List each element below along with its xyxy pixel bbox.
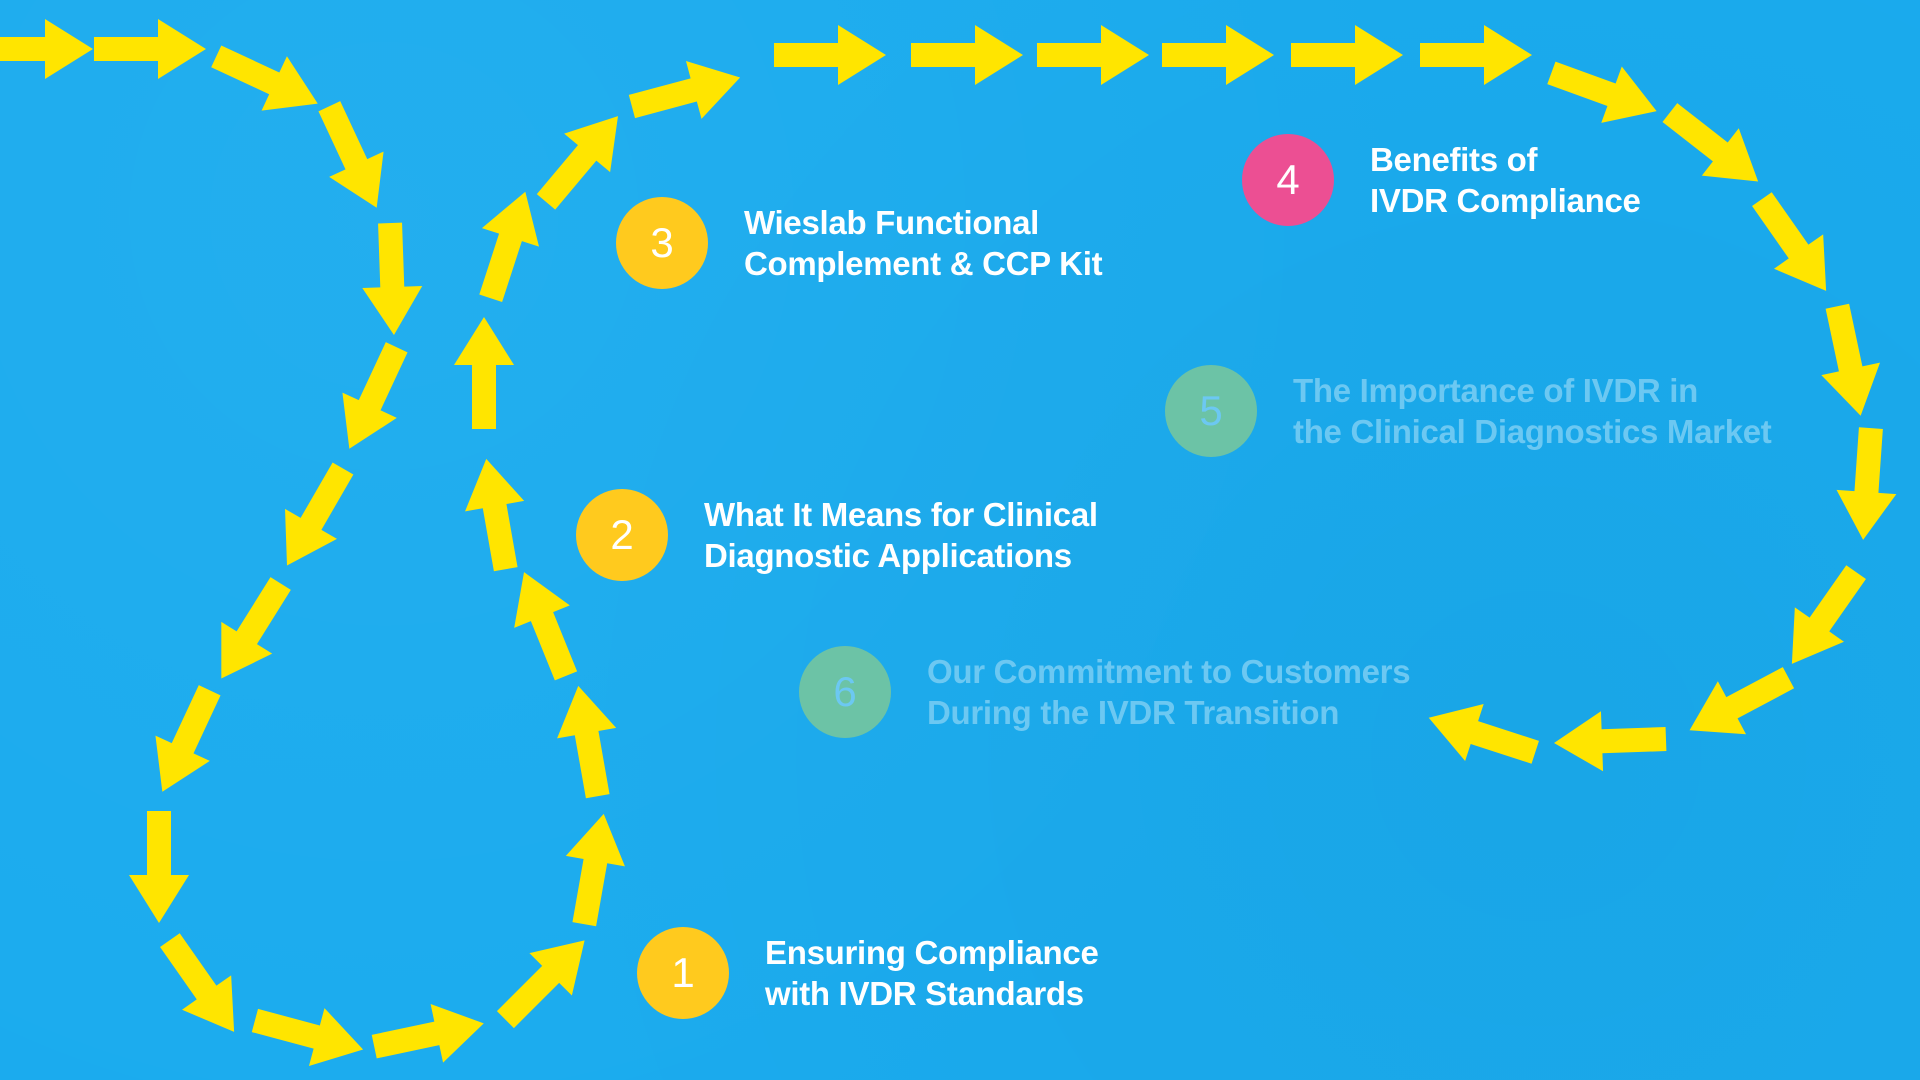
arrow-icon <box>1162 25 1274 85</box>
step-title: Ensuring Compliance with IVDR Standards <box>765 932 1099 1014</box>
step-title-line: During the IVDR Transition <box>927 694 1340 731</box>
step-number-badge: 5 <box>1165 365 1257 457</box>
arrow-icon <box>1791 565 1866 664</box>
step-number-badge: 1 <box>637 927 729 1019</box>
arrow-icon <box>1420 25 1532 85</box>
arrow-icon <box>251 1008 364 1067</box>
arrow-icon <box>1037 25 1149 85</box>
arrow-icon <box>221 577 291 679</box>
arrow-icon <box>0 19 93 79</box>
step-2: 2 What It Means for Clinical Diagnostic … <box>576 489 1098 581</box>
arrow-icon <box>628 60 741 119</box>
arrow-icon <box>362 222 423 335</box>
step-title-line: Complement & CCP Kit <box>744 245 1103 282</box>
arrow-icon <box>465 458 525 572</box>
arrow-icon <box>454 317 514 429</box>
step-title: The Importance of IVDR in the Clinical D… <box>1293 370 1772 452</box>
arrow-icon <box>285 462 354 566</box>
arrow-icon <box>342 342 408 449</box>
step-title-line: Our Commitment to Customers <box>927 653 1411 690</box>
arrow-icon <box>514 572 578 681</box>
arrow-icon <box>155 685 221 792</box>
arrow-icon <box>479 191 540 302</box>
arrow-icon <box>211 45 318 111</box>
arrow-icon <box>371 1003 484 1063</box>
arrow-icon <box>557 685 617 799</box>
arrow-icon <box>496 940 585 1029</box>
step-title-line: Ensuring Compliance <box>765 934 1099 971</box>
step-title-line: The Importance of IVDR in <box>1293 372 1699 409</box>
arrow-icon <box>1662 103 1759 182</box>
arrow-icon <box>1836 427 1897 540</box>
step-number-badge: 3 <box>616 197 708 289</box>
step-title: Benefits of IVDR Compliance <box>1370 139 1641 221</box>
arrow-icon <box>911 25 1023 85</box>
step-title: Wieslab Functional Complement & CCP Kit <box>744 202 1103 284</box>
arrow-icon <box>565 813 625 927</box>
arrow-icon <box>318 101 384 208</box>
step-6: 6 Our Commitment to Customers During the… <box>799 646 1411 738</box>
arrow-icon <box>1752 192 1827 291</box>
step-title-line: Benefits of <box>1370 141 1538 178</box>
step-number-badge: 4 <box>1242 134 1334 226</box>
step-title-line: the Clinical Diagnostics Market <box>1293 413 1772 450</box>
arrow-icon <box>1428 703 1539 764</box>
step-title-line: IVDR Compliance <box>1370 182 1641 219</box>
step-number-badge: 6 <box>799 646 891 738</box>
arrow-icon <box>1689 667 1795 735</box>
step-title-line: Diagnostic Applications <box>704 537 1072 574</box>
step-3: 3 Wieslab Functional Complement & CCP Ki… <box>616 197 1103 289</box>
step-number-badge: 2 <box>576 489 668 581</box>
step-title: Our Commitment to Customers During the I… <box>927 651 1411 733</box>
step-title-line: Wieslab Functional <box>744 204 1040 241</box>
step-4: 4 Benefits of IVDR Compliance <box>1242 134 1641 226</box>
arrow-icon <box>774 25 886 85</box>
arrow-icon <box>1547 61 1657 123</box>
step-title-line: What It Means for Clinical <box>704 496 1098 533</box>
arrow-icon <box>1554 711 1667 772</box>
step-title-line: with IVDR Standards <box>765 975 1084 1012</box>
arrow-icon <box>1291 25 1403 85</box>
step-1: 1 Ensuring Compliance with IVDR Standard… <box>637 927 1099 1019</box>
arrow-icon <box>1821 303 1881 416</box>
arrow-icon <box>160 933 235 1032</box>
step-title: What It Means for Clinical Diagnostic Ap… <box>704 494 1098 576</box>
arrow-icon <box>94 19 206 79</box>
arrow-icon <box>129 811 189 923</box>
arrow-icon <box>536 116 618 210</box>
step-5: 5 The Importance of IVDR in the Clinical… <box>1165 365 1772 457</box>
